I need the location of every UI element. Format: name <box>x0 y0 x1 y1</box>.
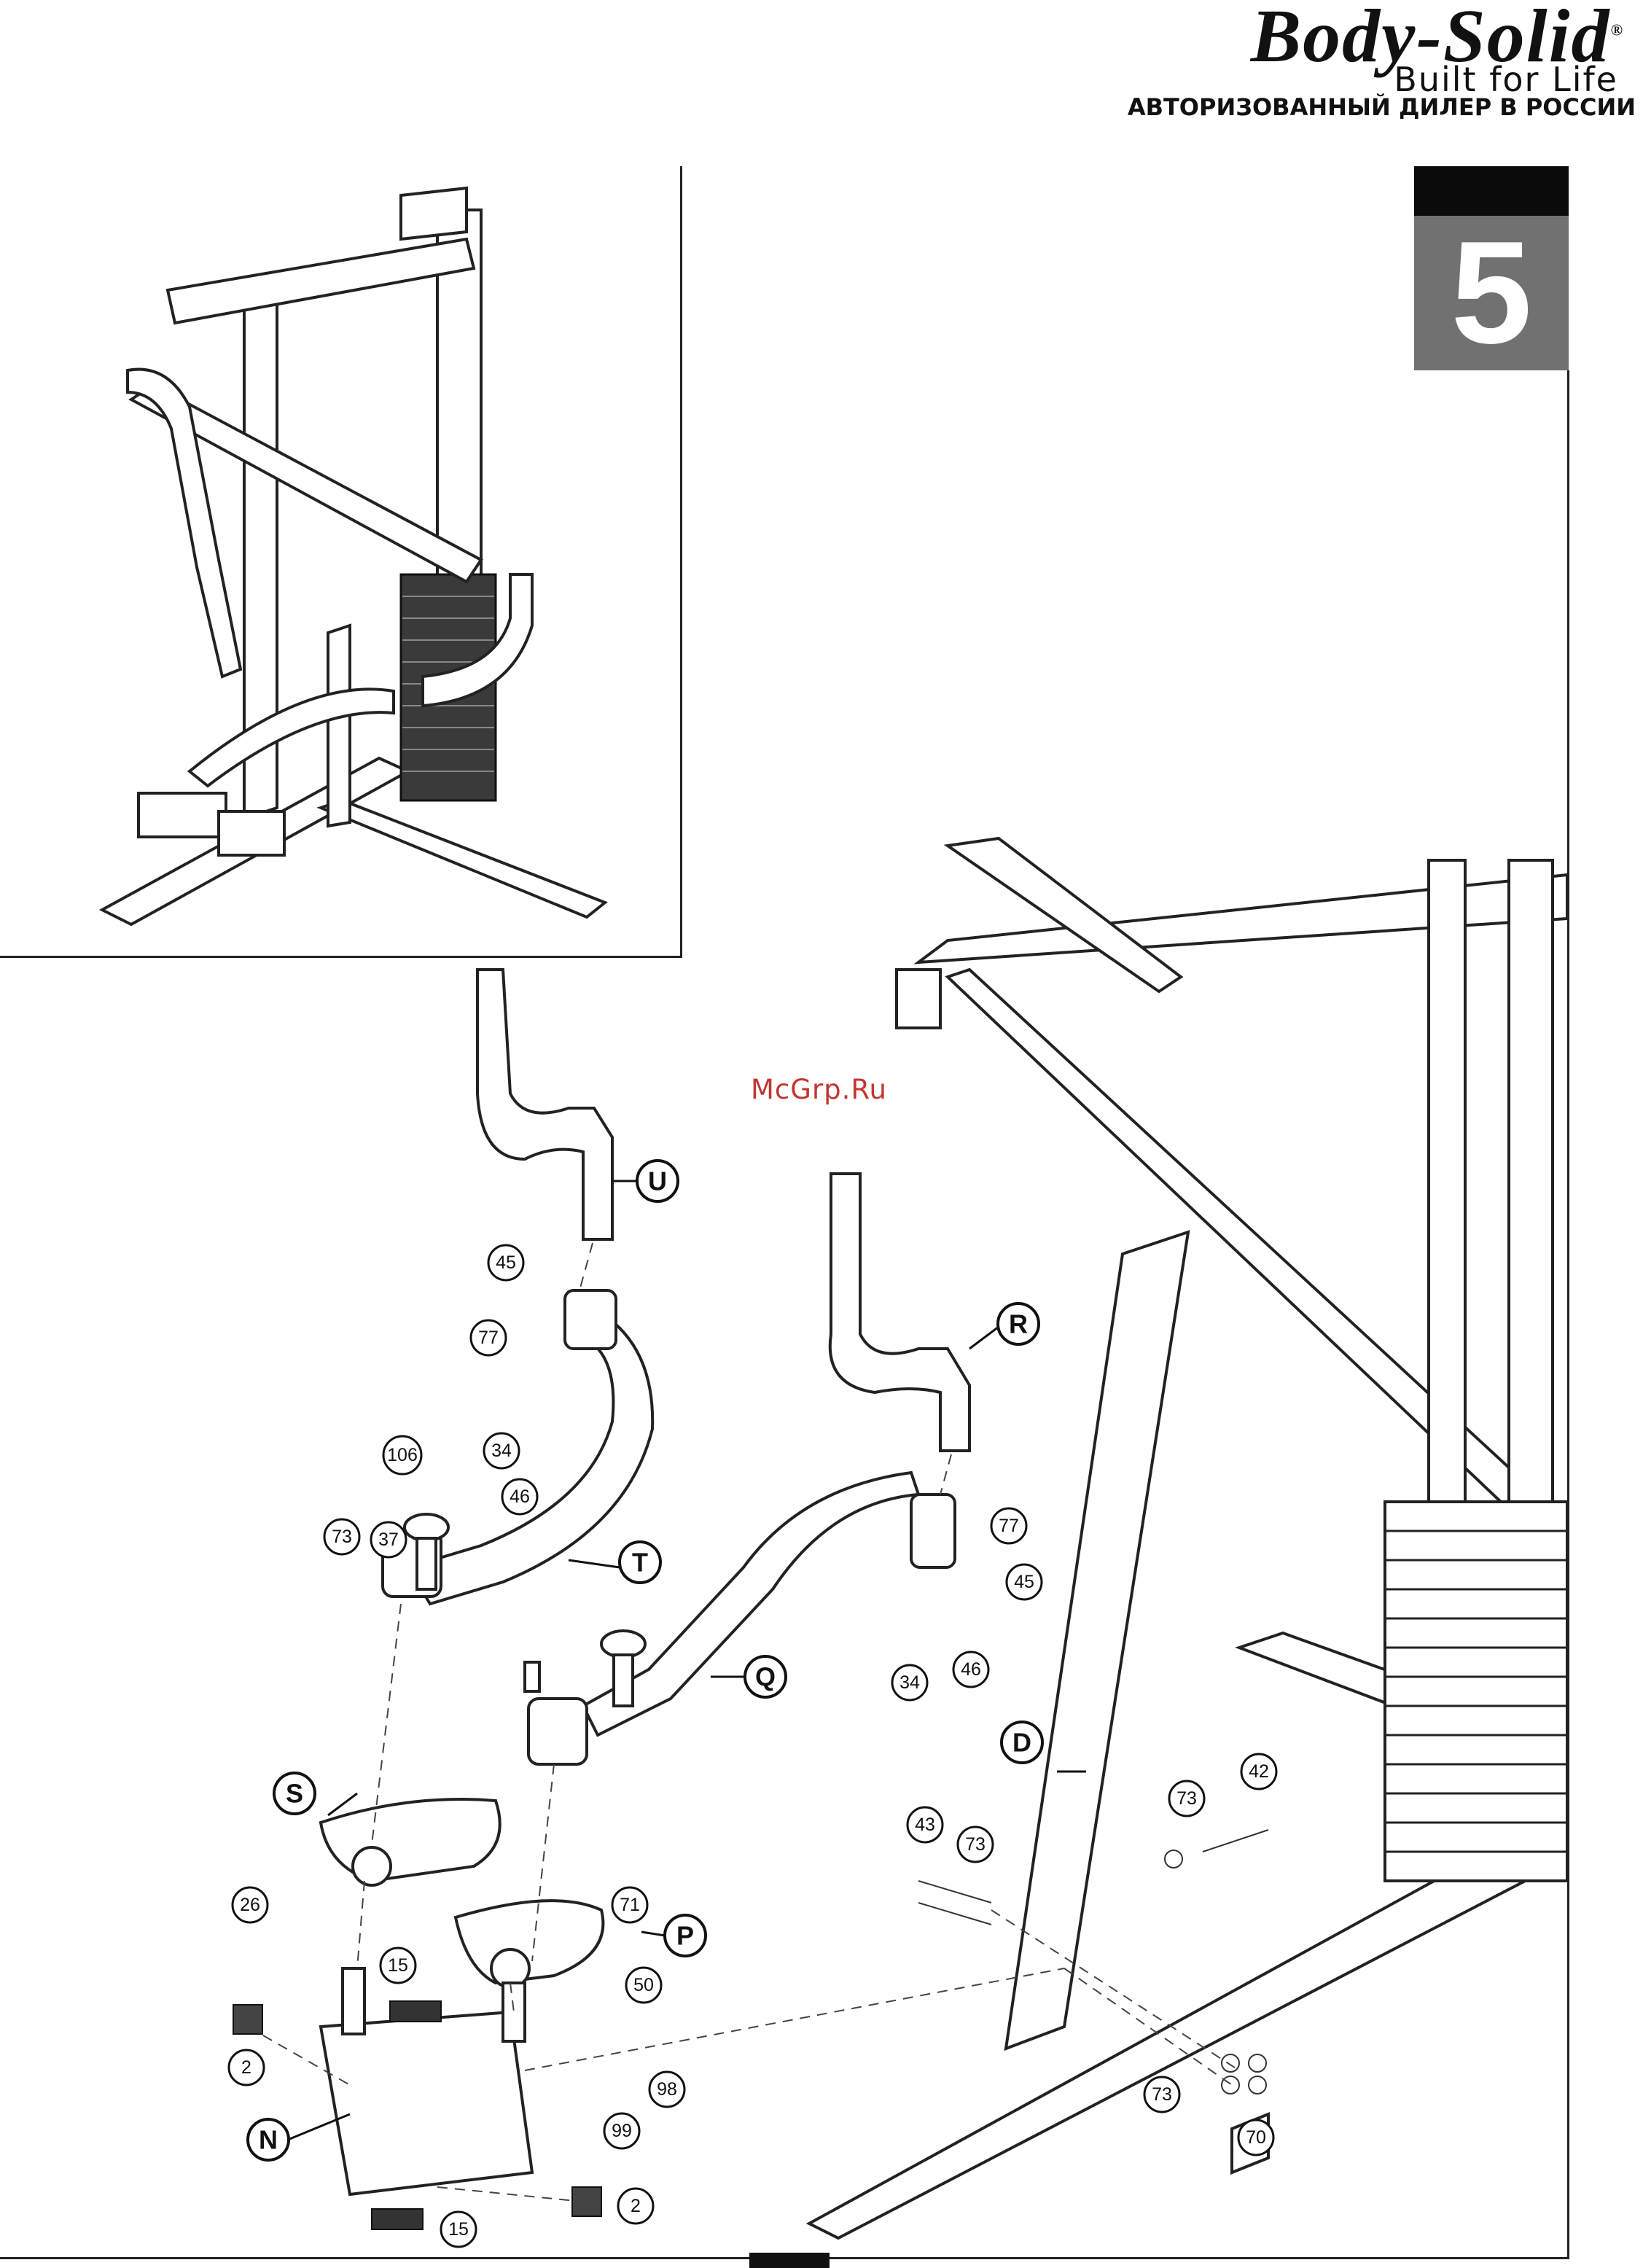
base-n <box>233 1968 601 2229</box>
weight-stack-outline <box>1385 1502 1567 1881</box>
svg-text:D: D <box>1012 1728 1031 1758</box>
arm-q-collar <box>911 1495 955 1567</box>
callout-15-top: 15 <box>380 1948 415 1983</box>
callout-t: T <box>620 1542 660 1583</box>
callout-77-top: 77 <box>471 1320 506 1355</box>
svg-text:99: 99 <box>612 2121 632 2141</box>
svg-text:2: 2 <box>241 2057 251 2078</box>
frame-press-arm-top <box>948 838 1181 991</box>
svg-text:34: 34 <box>899 1672 920 1693</box>
svg-text:15: 15 <box>448 2219 469 2240</box>
callout-d: D <box>1002 1722 1042 1763</box>
callout-73-lower: 73 <box>1144 2077 1179 2112</box>
arm-u <box>477 970 612 1239</box>
callout-106: 106 <box>383 1436 421 1474</box>
svg-text:42: 42 <box>1249 1761 1269 1782</box>
callout-37: 37 <box>371 1522 406 1557</box>
svg-text:R: R <box>1009 1309 1028 1339</box>
callout-46-top: 46 <box>502 1479 537 1514</box>
base-n-post-left <box>343 1968 364 2034</box>
svg-text:77: 77 <box>999 1516 1019 1536</box>
svg-text:45: 45 <box>496 1252 516 1273</box>
callout-15-bottom: 15 <box>441 2212 476 2247</box>
svg-text:P: P <box>676 1921 694 1951</box>
callout-99: 99 <box>604 2113 639 2148</box>
svg-text:S: S <box>286 1779 303 1809</box>
svg-text:73: 73 <box>1152 2084 1172 2105</box>
callout-2-right: 2 <box>618 2189 653 2224</box>
callout-u: U <box>637 1161 678 1201</box>
arm-t-collar <box>565 1290 616 1349</box>
end-cap-15-bottom <box>372 2209 423 2229</box>
end-cap-2-left <box>233 2005 262 2034</box>
callout-45-right: 45 <box>1007 1564 1042 1599</box>
svg-text:46: 46 <box>961 1659 981 1680</box>
callout-71: 71 <box>612 1887 647 1922</box>
svg-text:U: U <box>648 1166 667 1196</box>
frame-tower-post <box>1429 860 1465 1516</box>
svg-text:106: 106 <box>387 1445 418 1465</box>
svg-text:T: T <box>632 1548 648 1578</box>
callout-p: P <box>665 1915 706 1956</box>
callout-73-mid: 73 <box>958 1827 993 1862</box>
arm-r <box>830 1174 969 1451</box>
callout-42: 42 <box>1241 1754 1276 1789</box>
callout-73-upper: 73 <box>1169 1781 1204 1816</box>
frame-handle-block <box>897 970 940 1028</box>
svg-text:73: 73 <box>965 1834 986 1855</box>
callout-r: R <box>998 1303 1039 1344</box>
plate-s-hub <box>353 1847 391 1885</box>
svg-text:37: 37 <box>378 1529 399 1550</box>
callout-46-right: 46 <box>953 1652 988 1687</box>
callout-34-right: 34 <box>892 1665 927 1700</box>
base-n-body <box>321 2012 532 2194</box>
watermark-text: McGrp.Ru <box>751 1074 887 1105</box>
callout-n: N <box>248 2119 289 2160</box>
svg-text:Q: Q <box>755 1662 776 1692</box>
callout-73-left: 73 <box>324 1519 359 1554</box>
arm-q-hub <box>528 1699 587 1764</box>
svg-text:71: 71 <box>620 1895 640 1915</box>
svg-text:73: 73 <box>332 1527 352 1547</box>
svg-text:45: 45 <box>1014 1572 1034 1592</box>
svg-text:N: N <box>259 2125 278 2155</box>
callout-26: 26 <box>233 1887 268 1922</box>
callout-q: Q <box>745 1656 786 1697</box>
callout-70: 70 <box>1238 2120 1273 2155</box>
callout-s: S <box>274 1773 315 1814</box>
callout-50: 50 <box>626 1968 661 2003</box>
callout-45-top: 45 <box>488 1245 523 1280</box>
svg-text:70: 70 <box>1246 2127 1266 2148</box>
plate-s <box>321 1799 500 1881</box>
svg-text:15: 15 <box>388 1955 408 1976</box>
end-cap-15-top <box>390 2001 441 2022</box>
svg-text:50: 50 <box>633 1975 654 1995</box>
svg-text:73: 73 <box>1176 1788 1197 1809</box>
svg-text:26: 26 <box>240 1895 260 1915</box>
svg-text:43: 43 <box>915 1815 935 1835</box>
svg-text:34: 34 <box>491 1441 512 1461</box>
frame-upright-d <box>1006 1232 1188 2049</box>
callout-2-left: 2 <box>229 2050 264 2085</box>
callout-77-right: 77 <box>991 1508 1026 1543</box>
svg-text:2: 2 <box>631 2196 641 2216</box>
callout-34-top: 34 <box>484 1433 519 1468</box>
frame-guide-rod <box>1509 860 1553 1575</box>
svg-text:46: 46 <box>510 1486 530 1507</box>
callout-98: 98 <box>649 2072 684 2107</box>
base-n-post-right <box>503 1983 525 2041</box>
frame-bolts <box>918 1830 1268 2094</box>
callout-43: 43 <box>908 1807 943 1842</box>
svg-text:77: 77 <box>478 1328 499 1348</box>
svg-text:98: 98 <box>657 2079 677 2100</box>
